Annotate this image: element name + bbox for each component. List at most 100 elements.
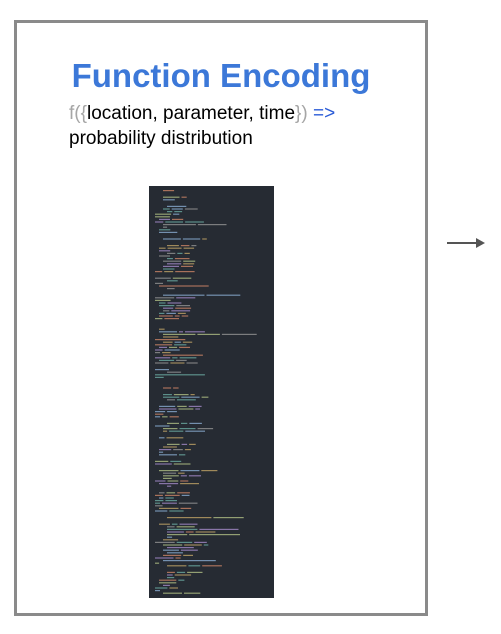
code-line-segment	[163, 294, 205, 296]
code-line-segment	[190, 394, 195, 396]
code-line-segment	[155, 374, 205, 376]
code-line-segment	[178, 408, 194, 410]
code-line-segment	[176, 526, 195, 528]
code-line-segment	[159, 492, 165, 494]
code-line-segment	[176, 297, 196, 299]
code-line-segment	[176, 305, 190, 307]
code-line-segment	[163, 539, 179, 541]
code-line-segment	[159, 229, 171, 231]
code-line-segment	[184, 592, 201, 594]
code-line-segment	[173, 213, 180, 215]
code-line-segment	[174, 315, 180, 317]
code-line-segment	[167, 399, 175, 401]
signature-brace-close: }	[295, 103, 302, 124]
code-line-segment	[167, 536, 173, 538]
code-line-segment	[167, 534, 188, 536]
code-line-segment	[197, 428, 214, 430]
code-line-segment	[159, 331, 177, 333]
code-line-segment	[159, 255, 170, 257]
code-line-segment	[184, 252, 190, 254]
code-line-segment	[180, 507, 192, 509]
code-line-segment	[174, 211, 183, 213]
code-line-segment	[167, 443, 180, 445]
code-line-segment	[163, 584, 170, 586]
code-line-segment	[163, 260, 182, 262]
code-line-segment	[155, 357, 171, 359]
code-line-segment	[179, 357, 197, 359]
code-line-segment	[185, 221, 204, 223]
code-line-segment	[167, 526, 175, 528]
code-line-segment	[159, 408, 177, 410]
code-line-segment	[195, 408, 200, 410]
code-line-segment	[188, 475, 201, 477]
code-line-segment	[172, 357, 178, 359]
code-line-segment	[184, 544, 202, 546]
code-line-segment	[167, 245, 179, 247]
code-line-segment	[155, 282, 163, 284]
code-line-segment	[163, 554, 182, 556]
code-line-segment	[163, 394, 172, 396]
code-line-segment	[163, 354, 203, 356]
code-line-segment	[199, 528, 239, 530]
code-line-segment	[163, 265, 179, 267]
code-line-segment	[169, 587, 178, 589]
code-line-segment	[167, 280, 178, 282]
code-line-segment	[202, 565, 222, 567]
code-line-segment	[172, 277, 192, 279]
code-line-segment	[197, 333, 220, 335]
code-line-segment	[167, 574, 173, 576]
code-line-segment	[169, 416, 179, 418]
signature-close-paren: )	[301, 103, 308, 124]
code-line-segment	[159, 305, 175, 307]
code-line-segment	[155, 460, 169, 462]
code-line-segment	[159, 470, 179, 472]
code-line-segment	[175, 307, 192, 309]
code-line-segment	[169, 510, 184, 512]
code-line-segment	[184, 449, 191, 451]
code-line-segment	[159, 437, 165, 439]
code-line-segment	[163, 428, 178, 430]
code-line-segment	[185, 331, 205, 333]
code-line-segment	[163, 310, 170, 312]
code-line-segment	[167, 552, 183, 554]
code-line-segment	[189, 422, 202, 424]
code-line-segment	[183, 554, 193, 556]
code-line-segment	[203, 544, 209, 546]
code-line-segment	[180, 245, 190, 247]
code-line-segment	[167, 531, 184, 533]
code-line-segment	[167, 263, 182, 265]
code-line-segment	[167, 571, 175, 573]
code-line-segment	[180, 549, 198, 551]
code-line-segment	[163, 208, 170, 210]
code-line-segment	[177, 312, 186, 314]
code-line-segment	[162, 416, 168, 418]
code-line-segment	[155, 216, 170, 218]
code-line-segment	[155, 369, 169, 371]
code-line-segment	[155, 271, 163, 273]
code-lines-graphic	[155, 190, 257, 594]
code-line-segment	[171, 208, 183, 210]
code-line-segment	[159, 579, 177, 581]
panel-title: Function Encoding	[71, 57, 371, 94]
code-line-segment	[155, 587, 168, 589]
code-line-segment	[167, 480, 179, 482]
code-line-segment	[167, 258, 173, 260]
code-line-segment	[182, 238, 201, 240]
code-line-segment	[163, 475, 179, 477]
code-line-segment	[163, 544, 183, 546]
code-line-segment	[170, 460, 182, 462]
code-line-segment	[163, 196, 180, 198]
code-line-segment	[163, 307, 174, 309]
code-line-segment	[181, 315, 189, 317]
code-line-segment	[159, 483, 179, 485]
code-line-segment	[155, 416, 161, 418]
code-line-segment	[163, 592, 182, 594]
code-line-segment	[163, 549, 179, 551]
code-line-segment	[181, 422, 188, 424]
code-line-segment	[163, 226, 168, 228]
code-line-segment	[185, 430, 205, 432]
code-line-segment	[159, 497, 164, 499]
code-line-segment	[159, 315, 173, 317]
code-line-segment	[155, 297, 175, 299]
code-line-segment	[159, 359, 175, 361]
